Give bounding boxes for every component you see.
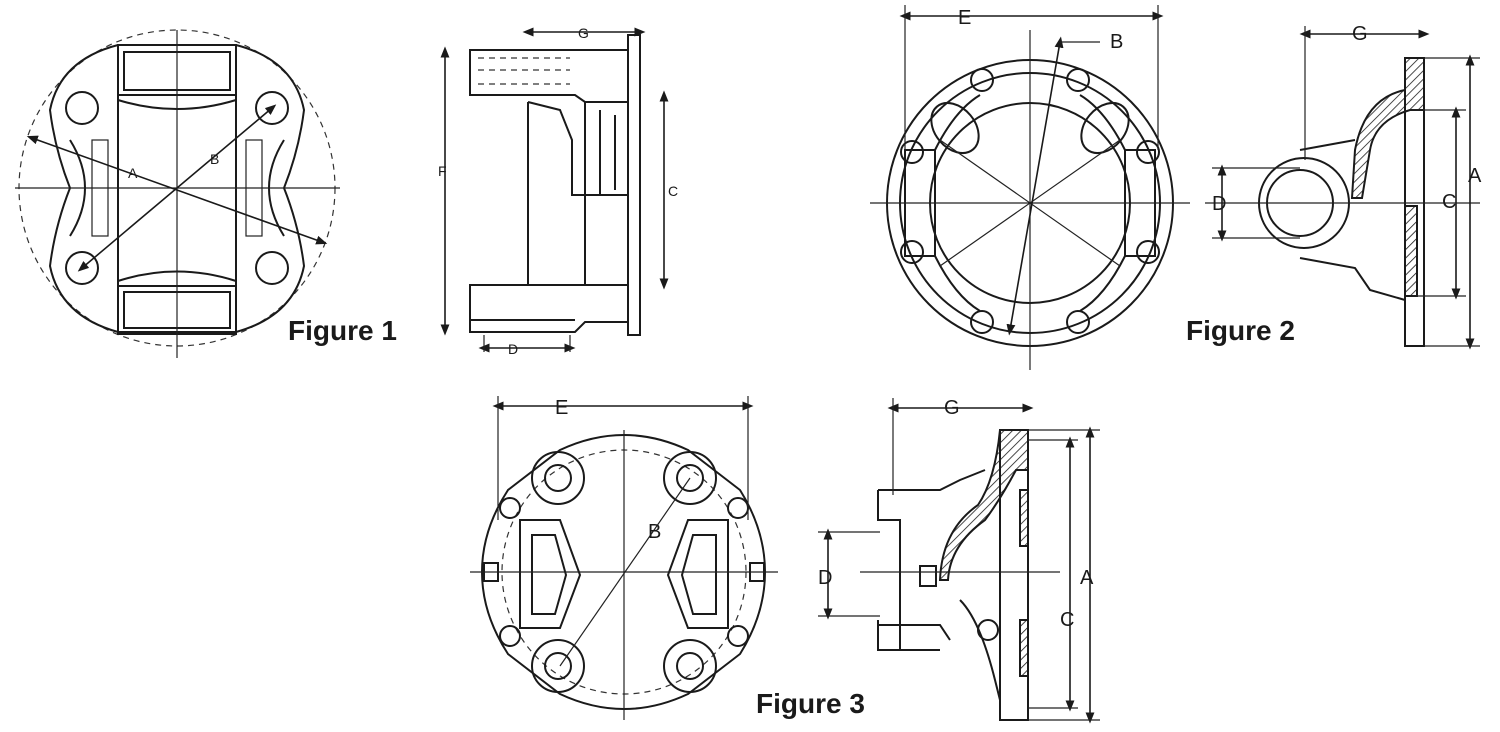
fig1-bolt-hole-br (255, 251, 289, 285)
fig2-label-D: D (1212, 193, 1226, 215)
fig2-side-hatched-lower (1404, 205, 1418, 297)
figure-1-front-view: A B (15, 29, 340, 358)
fig3-boss-tl-hole (544, 464, 572, 492)
figure-1-side-view: G F C D (438, 25, 678, 357)
fig3-label-E: E (555, 397, 568, 419)
fig1-label-F: F (438, 163, 447, 179)
fig2-label-C: C (1442, 191, 1456, 213)
fig2-bolt-hole-1 (970, 68, 994, 92)
fig2-label-A: A (1468, 165, 1482, 187)
fig3-side-hatch-upper (1019, 489, 1029, 547)
fig3-label-A: A (1080, 567, 1094, 589)
fig2-side-flange (1404, 57, 1425, 347)
fig1-side-flange (627, 34, 641, 336)
figure-2-side-view: G A C D (1205, 23, 1482, 350)
fig3-side-web (959, 599, 1001, 701)
fig3-side-hatch-lower (1019, 619, 1029, 677)
figure-3-caption: Figure 3 (756, 688, 865, 719)
fig3-side-bolt (977, 619, 999, 641)
fig3-lug-inner (531, 534, 717, 615)
fig2-bolt-hole-8 (1066, 310, 1090, 334)
fig2-label-B: B (1110, 31, 1123, 53)
fig1-side-detail (599, 110, 616, 195)
figure-3-side-view: G A C D (818, 397, 1100, 724)
fig1-label-D: D (508, 341, 518, 357)
fig2-bolt-hole-4 (1136, 140, 1160, 164)
fig3-label-G: G (944, 397, 960, 419)
fig3-right-lug (666, 519, 729, 629)
fig3-boss-tr-hole (676, 464, 704, 492)
fig1-label-C: C (668, 183, 678, 199)
fig1-side-top-hidden (478, 57, 570, 85)
fig3-bolt-hole-1 (499, 497, 521, 519)
fig3-label-B: B (648, 521, 661, 543)
fig2-bolt-hole-7 (970, 310, 994, 334)
fig3-left-lug (519, 519, 582, 629)
fig3-boss-br (663, 639, 717, 693)
fig2-yoke-curves (934, 94, 1126, 312)
fig3-bolt-hole-3 (499, 625, 521, 647)
fig2-side-hatched-section (1350, 57, 1425, 199)
fig3-boss-bl-hole (544, 652, 572, 680)
fig3-side-zerk (919, 565, 937, 587)
fig3-boss-tr (663, 451, 717, 505)
fig2-label-G: G (1352, 23, 1368, 45)
fig2-bolt-hole-6 (1136, 240, 1160, 264)
fig1-label-B: B (210, 151, 219, 167)
fig3-boss-bl (531, 639, 585, 693)
figure-1-caption: Figure 1 (288, 315, 397, 346)
fig2-bolt-hole-5 (900, 240, 924, 264)
fig3-boss-br-hole (676, 652, 704, 680)
fig2-cutout-left (930, 101, 980, 155)
fig3-label-D: D (818, 567, 832, 589)
fig1-label-A: A (128, 165, 138, 181)
fig1-dim-B-line (77, 104, 277, 272)
fig3-side-yoke (877, 469, 986, 651)
fig3-side-hatched-section (938, 429, 1029, 581)
fig2-cutout-right (1080, 101, 1130, 155)
fig3-boss-tl (531, 451, 585, 505)
fig1-bolt-hole-tl (65, 91, 99, 125)
fig1-label-G: G (578, 25, 589, 41)
fig2-label-E: E (958, 7, 971, 29)
fig2-dim-B-line (1006, 36, 1064, 336)
figure-3-front-view: B E (470, 396, 778, 720)
fig1-side-step (584, 102, 628, 196)
fig3-side-yoke-lower (878, 624, 951, 651)
fig1-side-body (527, 101, 586, 285)
fig3-side-flange (999, 429, 1029, 721)
fig3-bolt-hole-2 (727, 497, 749, 519)
fig3-label-C: C (1060, 609, 1074, 631)
fig3-dim-B-line (559, 477, 691, 667)
fig2-bolt-hole-3 (900, 140, 924, 164)
fig2-side-arm (1299, 139, 1406, 301)
figure-2-front-view: B E (870, 5, 1190, 370)
figure-2-caption: Figure 2 (1186, 315, 1295, 346)
fig2-bolt-hole-2 (1066, 68, 1090, 92)
fig1-side-bottom-ear (469, 284, 629, 333)
fig3-bolt-hole-4 (727, 625, 749, 647)
